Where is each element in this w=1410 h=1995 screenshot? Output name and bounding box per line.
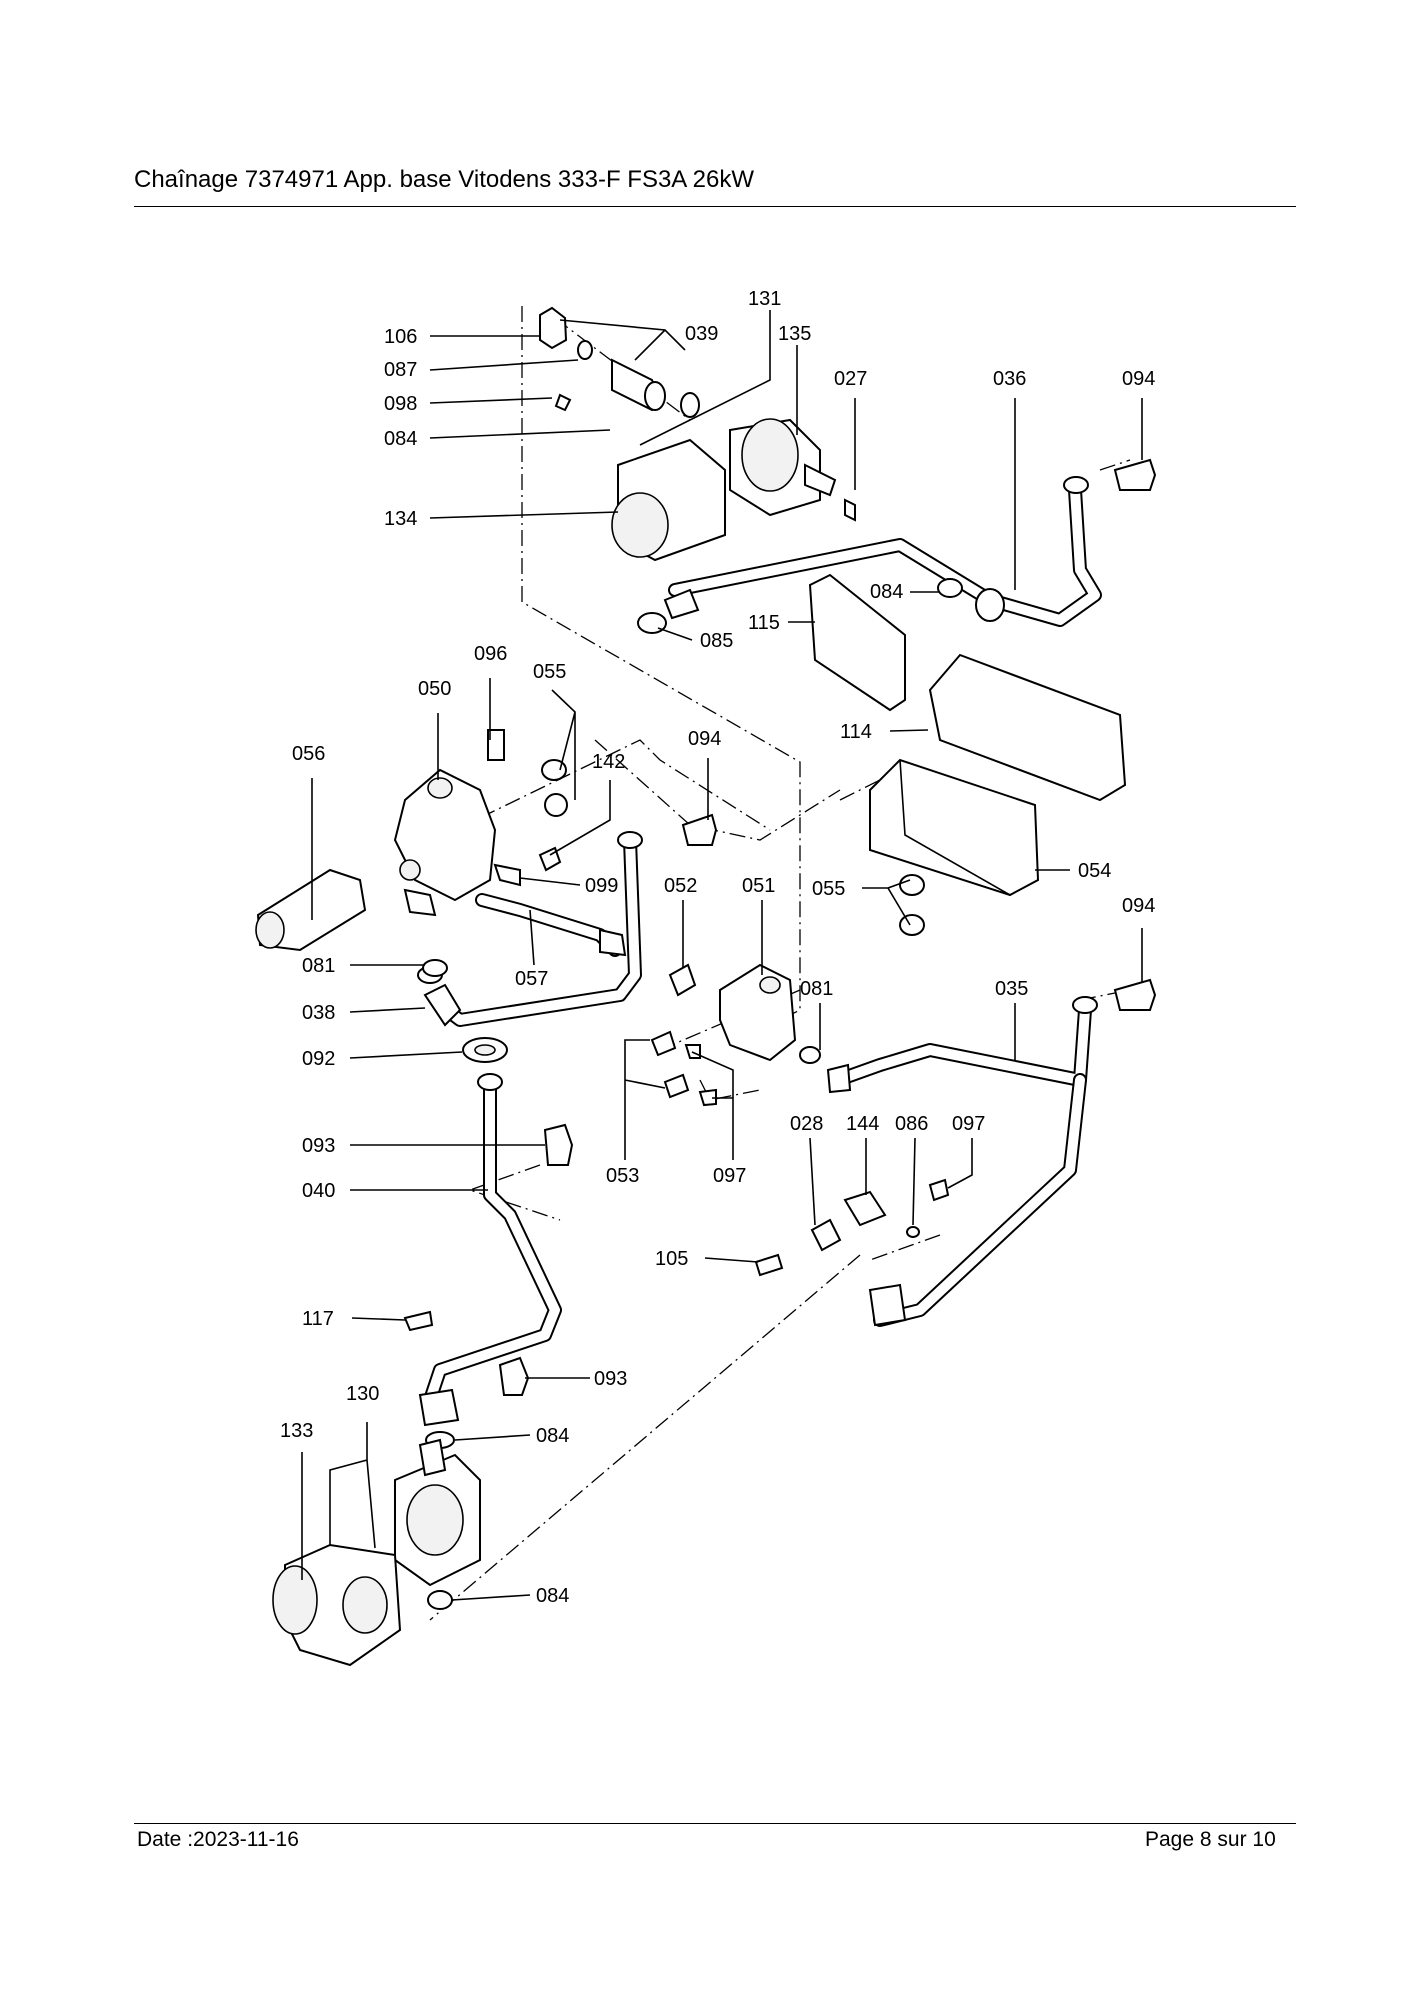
callout-027: 027	[834, 368, 867, 390]
page-total: 10	[1252, 1828, 1276, 1851]
clip-093-top	[543, 1123, 574, 1166]
fitting-105	[754, 1253, 784, 1277]
clip-097-right	[928, 1178, 950, 1202]
clips-097	[684, 1044, 717, 1107]
seal-092	[462, 1037, 508, 1063]
callout-117: 117	[302, 1308, 334, 1330]
callout-092: 092	[302, 1048, 335, 1070]
callout-040: 040	[302, 1180, 335, 1202]
callout-133: 133	[280, 1420, 313, 1442]
fitting-052	[668, 963, 697, 997]
callout-057: 057	[515, 968, 548, 990]
callout-039: 039	[685, 323, 718, 345]
callout-094: 094	[1122, 895, 1155, 917]
callout-093: 093	[594, 1368, 627, 1390]
callout-144: 144	[846, 1113, 879, 1135]
callout-085: 085	[700, 630, 733, 652]
callout-084: 084	[384, 428, 417, 450]
callout-051: 051	[742, 875, 775, 897]
seals-055	[541, 759, 568, 817]
sensor-142	[538, 846, 562, 872]
callout-134: 134	[384, 508, 417, 530]
clip-117	[403, 1310, 434, 1332]
seal-084-bottom	[427, 1590, 453, 1610]
callout-087: 087	[384, 359, 417, 381]
seal-086	[906, 1226, 920, 1238]
header-divider	[134, 206, 1296, 207]
callout-114: 114	[840, 721, 872, 743]
callout-142: 142	[592, 751, 625, 773]
clip-099	[493, 863, 521, 887]
valve-block-050	[393, 729, 505, 917]
callout-098: 098	[384, 393, 417, 415]
callout-055: 055	[812, 878, 845, 900]
callout-099: 099	[585, 875, 618, 897]
callout-084: 084	[536, 1425, 569, 1447]
pipe-057	[475, 893, 627, 957]
callout-labels: 106 087 098 084 134 039 131 135 027 036 …	[280, 288, 1155, 1607]
callout-130: 130	[346, 1383, 379, 1405]
callout-056: 056	[292, 743, 325, 765]
callout-097: 097	[713, 1165, 746, 1187]
seal-085	[637, 588, 700, 634]
clip-093-bottom	[498, 1356, 530, 1396]
pipe-036	[668, 476, 1102, 627]
callout-050: 050	[418, 678, 451, 700]
clip-094-middle	[681, 813, 718, 846]
fitting-028	[810, 1218, 842, 1252]
callout-081: 081	[302, 955, 335, 977]
callout-097: 097	[952, 1113, 985, 1135]
callout-094: 094	[688, 728, 721, 750]
fittings-053	[650, 1030, 690, 1099]
valve-block-051	[719, 963, 797, 1062]
pipe-040	[418, 1073, 562, 1427]
callout-131: 131	[748, 288, 781, 310]
callout-093: 093	[302, 1135, 335, 1157]
seal-084-right	[937, 578, 963, 598]
callout-084: 084	[870, 581, 903, 603]
callout-135: 135	[778, 323, 811, 345]
clip-094-right	[1113, 978, 1157, 1011]
footer-date: Date :2023-11-16	[137, 1828, 299, 1851]
seal-081-right	[799, 1046, 821, 1064]
pump-assembly-bottom	[272, 1438, 481, 1667]
callout-035: 035	[995, 978, 1028, 1000]
seals-055-right	[899, 874, 925, 936]
page-title: Chaînage 7374971 App. base Vitodens 333-…	[134, 166, 754, 193]
callout-086: 086	[895, 1113, 928, 1135]
callout-081: 081	[800, 978, 833, 1000]
callout-115: 115	[748, 612, 780, 634]
cover-115	[808, 573, 906, 712]
heat-exchanger-054	[869, 758, 1040, 897]
callout-038: 038	[302, 1002, 335, 1024]
clip-094-top	[1113, 458, 1157, 491]
callout-053: 053	[606, 1165, 639, 1187]
insulation-114	[928, 653, 1127, 802]
page-label: Page 8 sur	[1145, 1828, 1247, 1851]
page-number: Page 8 sur 10	[1145, 1828, 1276, 1852]
callout-055: 055	[533, 661, 566, 683]
callout-054: 054	[1078, 860, 1111, 882]
callout-106: 106	[384, 326, 417, 348]
pipe-035	[826, 996, 1098, 1327]
callout-096: 096	[474, 643, 507, 665]
pump-assembly-top	[539, 306, 856, 562]
seal-081-left	[422, 959, 448, 977]
footer-divider	[134, 1823, 1296, 1824]
callout-094: 094	[1122, 368, 1155, 390]
callout-084: 084	[536, 1585, 569, 1607]
callout-036: 036	[993, 368, 1026, 390]
callout-028: 028	[790, 1113, 823, 1135]
sensor-144	[843, 1190, 887, 1227]
leader-lines	[301, 310, 1143, 1601]
callout-105: 105	[655, 1248, 688, 1270]
sensor-056	[255, 868, 367, 952]
callout-052: 052	[664, 875, 697, 897]
